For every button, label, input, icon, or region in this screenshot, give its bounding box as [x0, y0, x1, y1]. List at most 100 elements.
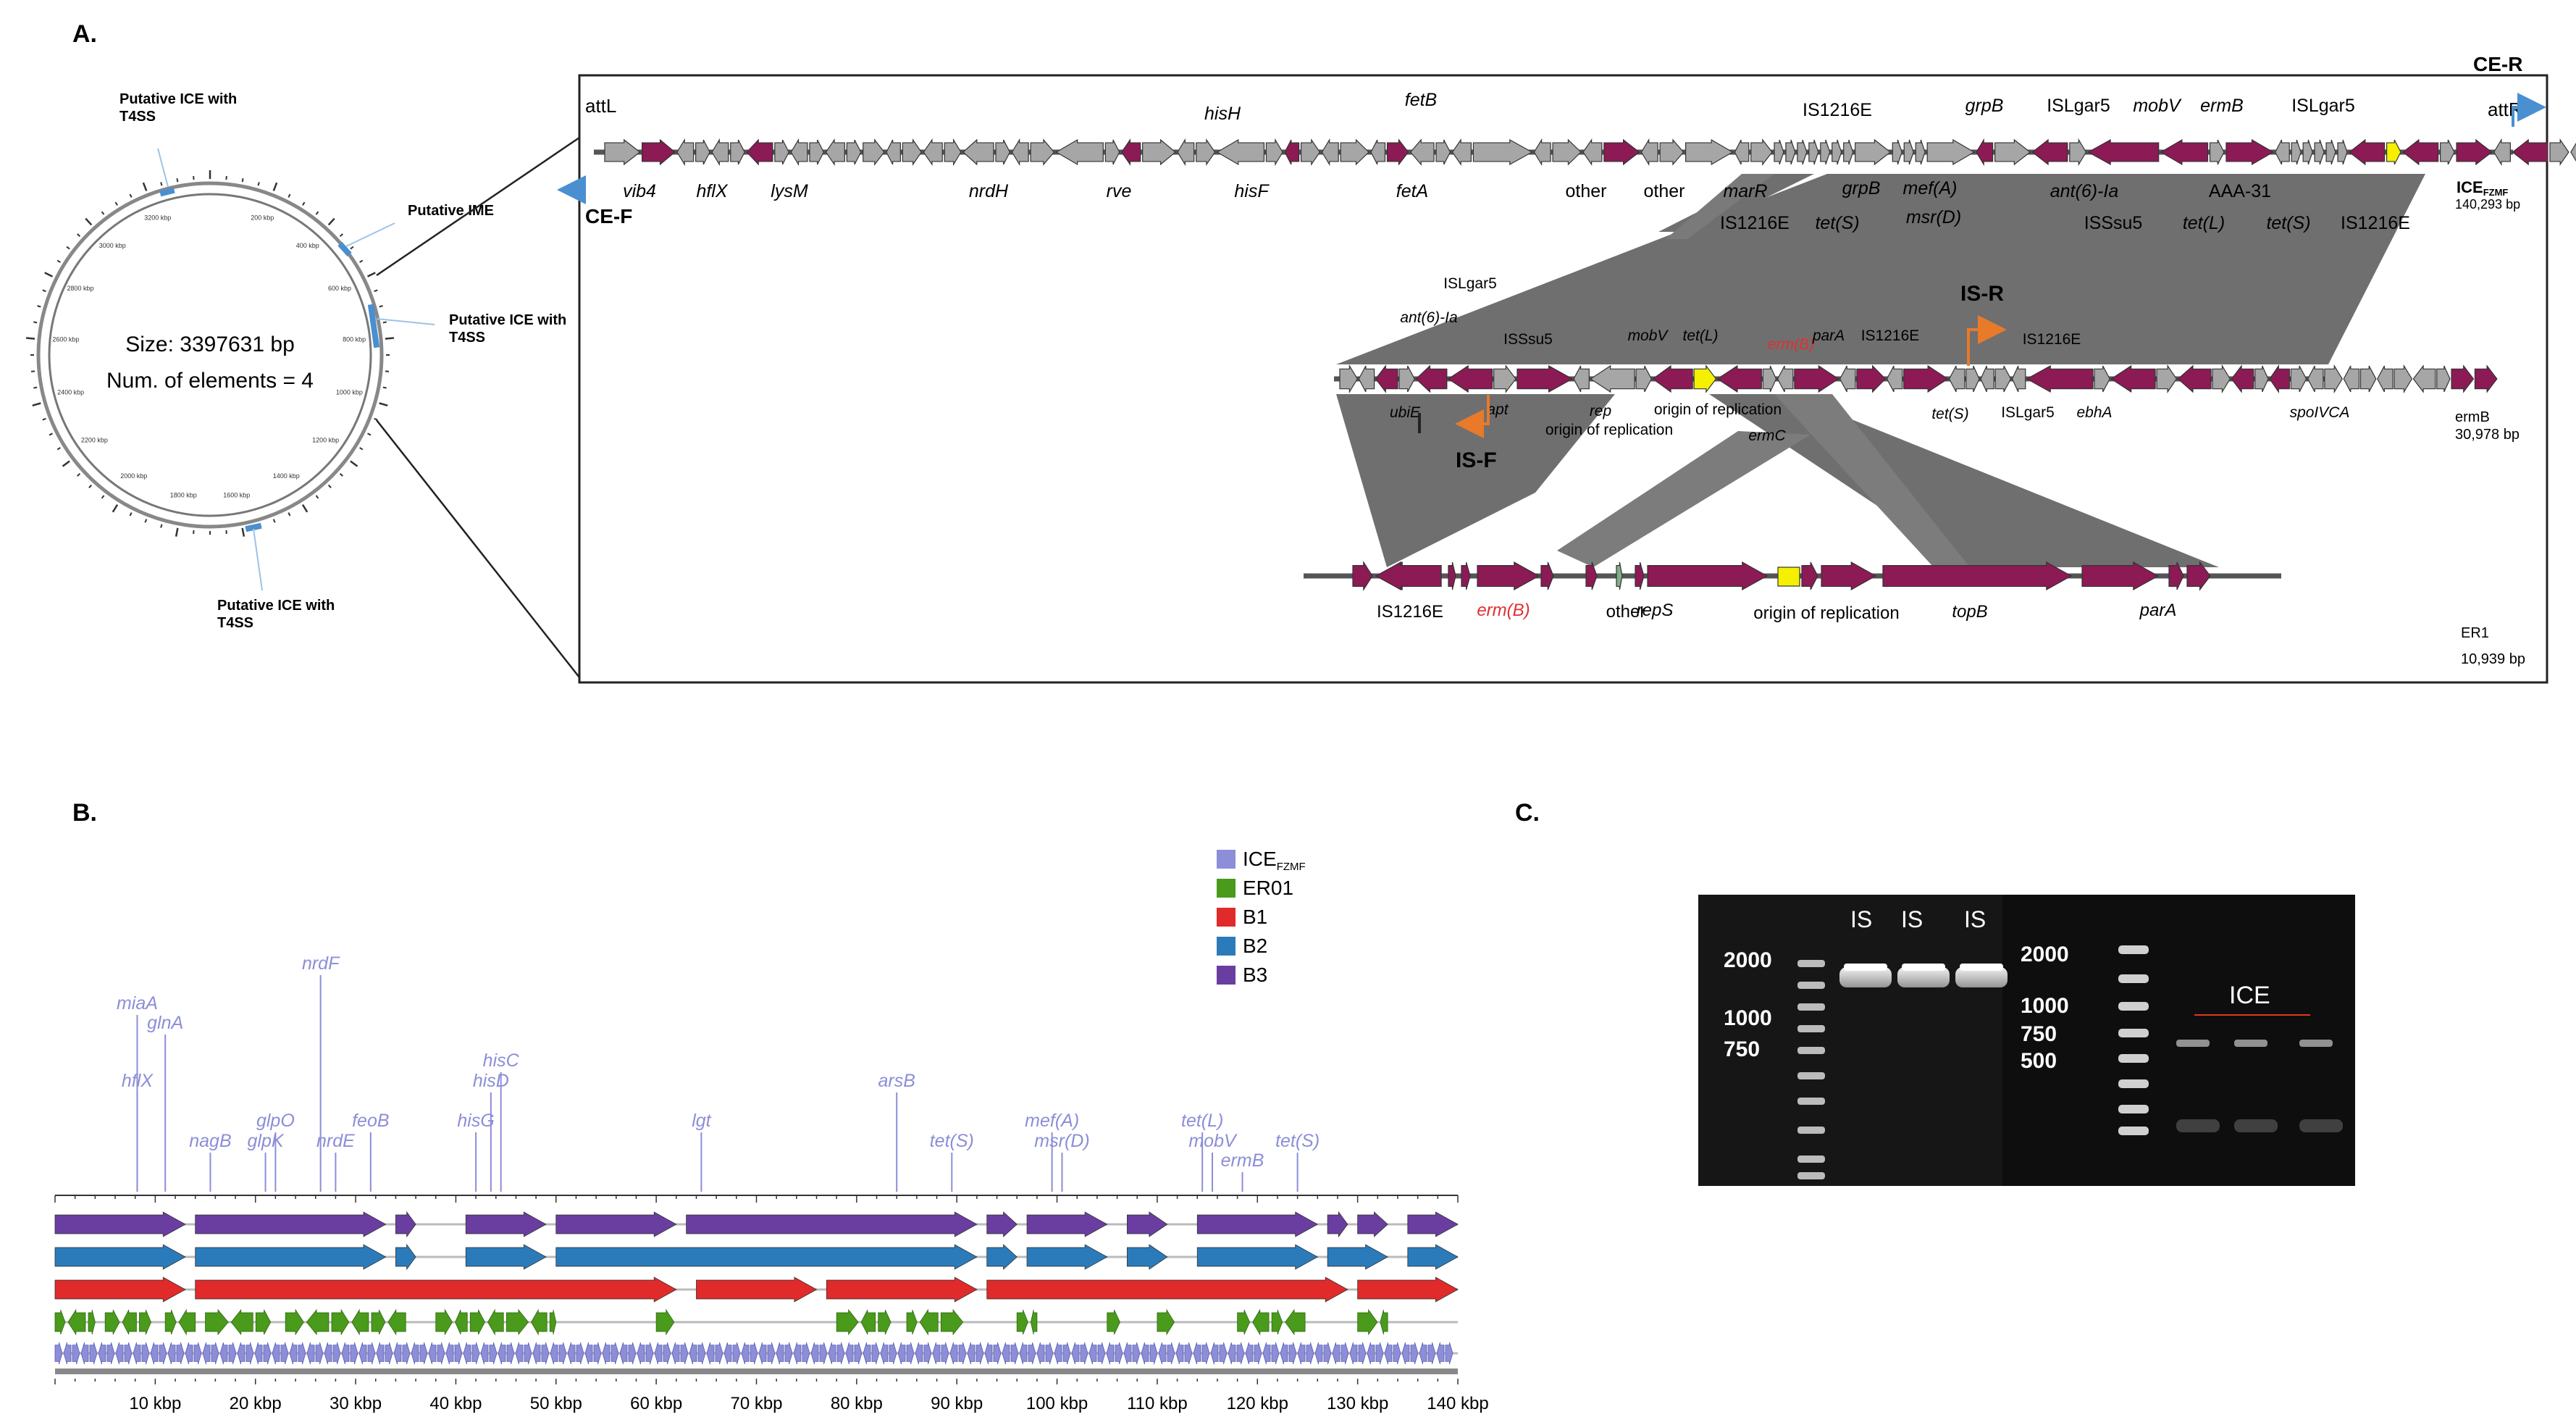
- alignment-block: [306, 1342, 315, 1365]
- alignment-block: [506, 1342, 515, 1365]
- gene-arrow: [846, 139, 862, 165]
- alignment-block: [593, 1342, 602, 1365]
- alignment-block: [1167, 1342, 1175, 1365]
- gene-arrow: [2160, 138, 2209, 166]
- gel-is-band: [1955, 967, 2007, 987]
- genome-tick: [77, 472, 81, 477]
- gene-label: erm(B): [1477, 601, 1530, 620]
- gene-arrow: [1585, 561, 1598, 590]
- alignment-block: [826, 1276, 978, 1303]
- gene-arrow: [944, 138, 962, 167]
- genome-tick: [129, 512, 133, 517]
- gene-arrow: [1843, 139, 1854, 165]
- alignment-block: [72, 1342, 80, 1365]
- alignment-block: [358, 1342, 367, 1365]
- gene-label: origin of replication: [1753, 603, 1899, 623]
- genome-tick: [112, 503, 119, 513]
- gene-arrow: [1196, 138, 1216, 166]
- gene-label: IS1216E: [1803, 100, 1872, 120]
- gene-label: repS: [1637, 601, 1674, 620]
- gene-arrow: [1903, 364, 1949, 393]
- alignment-block: [802, 1342, 810, 1365]
- alignment-block: [776, 1342, 784, 1365]
- alignment-block: [1196, 1211, 1319, 1237]
- alignment-block: [1026, 1244, 1108, 1270]
- gene-label: hisF: [1234, 181, 1270, 201]
- alignment-block: [941, 1342, 949, 1365]
- alignment-block: [1358, 1342, 1367, 1365]
- alignment-block: [758, 1342, 767, 1365]
- element-block-1: [159, 187, 175, 197]
- gene-arrow: [1616, 561, 1623, 590]
- gene-arrow: [1776, 365, 1794, 393]
- gene-label: fetB: [1405, 90, 1437, 110]
- gene-arrow: [1685, 138, 1734, 166]
- gel-image: 2000 1000 750 IS IS IS 2000 1000 750 500…: [1698, 895, 2355, 1186]
- gene-arrow: [2314, 139, 2325, 165]
- alignment-block: [465, 1211, 547, 1237]
- synteny-band-ermb-er1-a: [1336, 394, 1615, 567]
- gene-arrow: [1948, 365, 1965, 393]
- alignment-block: [1297, 1342, 1306, 1365]
- gel-ladder-band: [1797, 960, 1825, 967]
- alignment-block: [211, 1342, 219, 1365]
- alignment-block: [1210, 1342, 1219, 1365]
- alignment-block: [1054, 1342, 1062, 1365]
- gene-arrow: [2094, 365, 2110, 393]
- gene-arrow: [2186, 561, 2211, 591]
- alignment-block: [1107, 1309, 1120, 1335]
- gel-ladder-band: [1797, 1172, 1825, 1179]
- gene-arrow: [1785, 139, 1796, 165]
- gene-arrow: [1540, 561, 1554, 590]
- axis-tick-label: 40 kbp: [429, 1394, 482, 1413]
- gene-arrow: [1011, 138, 1029, 167]
- gene-label: grpB: [1842, 178, 1881, 199]
- alignment-block: [919, 1308, 939, 1336]
- alignment-block: [541, 1342, 550, 1365]
- is-r-arrow-icon: [1967, 315, 2007, 366]
- gene-label: tet(L): [2183, 213, 2225, 233]
- alignment-block: [986, 1244, 1018, 1270]
- axis-tick-label: 80 kbp: [831, 1394, 883, 1413]
- gene-arrow: [1358, 365, 1375, 393]
- gene-label: parA: [1812, 327, 1845, 344]
- gene-label: hisH: [1204, 104, 1241, 124]
- alignment-block: [63, 1342, 72, 1365]
- alignment-block: [139, 1309, 152, 1335]
- gene-arrow: [2177, 364, 2212, 393]
- gene-arrow: [1435, 139, 1451, 165]
- gene-arrow: [1030, 138, 1055, 166]
- genome-tick: [241, 527, 246, 537]
- gene-arrow: [1693, 364, 1717, 393]
- alignment-block: [387, 1308, 406, 1336]
- alignment-block: [567, 1342, 576, 1365]
- alignment-block: [1236, 1342, 1245, 1365]
- gene-arrow: [2436, 365, 2451, 393]
- gene-arrow: [2325, 139, 2336, 165]
- alignment-block: [531, 1308, 547, 1336]
- genome-tick-label: 1000 kbp: [336, 389, 363, 396]
- alignment-block: [558, 1342, 567, 1365]
- alignment-block: [986, 1276, 1348, 1303]
- alignment-block: [767, 1342, 776, 1365]
- alignment-block: [555, 1244, 978, 1270]
- gene-label: ISLgar5: [1443, 275, 1497, 292]
- gene-arrow: [1352, 560, 1373, 592]
- gene-marker-label: nrdE: [316, 1131, 355, 1151]
- track-ice-name: ICEFZMF: [2457, 178, 2508, 198]
- gel-lane-label-3: IS: [1964, 906, 1986, 932]
- synteny-band-ermb-er1-d: [1557, 431, 1811, 567]
- alignment-block: [54, 1211, 186, 1237]
- alignment-block: [124, 1342, 133, 1365]
- genome-tick: [327, 217, 335, 226]
- gene-arrow: [1386, 138, 1409, 166]
- alignment-block: [454, 1342, 463, 1365]
- alignment-block: [723, 1342, 732, 1365]
- alignment-block: [654, 1342, 663, 1365]
- zoom-line-top: [376, 136, 580, 277]
- gel-ladder-band: [2118, 1127, 2149, 1135]
- panel-c-letter: C.: [1515, 799, 1540, 827]
- genome-tick: [56, 259, 61, 263]
- alignment-block: [89, 1342, 98, 1365]
- gel-bands: [1797, 945, 2343, 1179]
